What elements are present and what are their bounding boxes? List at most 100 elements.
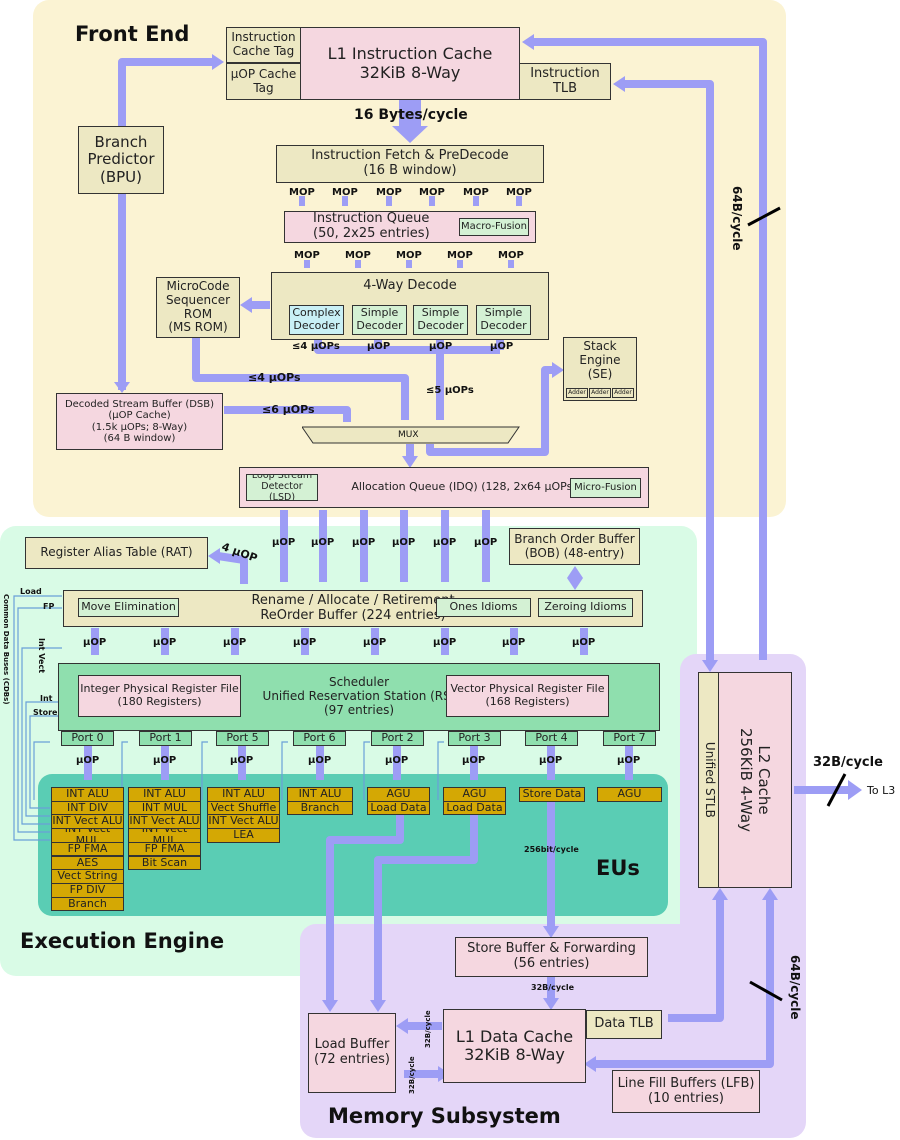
eu-port5-int-vect-alu: INT Vect ALU [207,814,280,830]
register-alias-table: Register Alias Table (RAT) [25,537,208,569]
uop-label: µOP [462,755,486,766]
eu-port6-int-alu: INT ALU [287,787,353,802]
port-7: Port 7 [603,731,656,746]
mop-label: MOP [498,250,524,261]
eu-port0-int-div: INT DIV [51,800,124,816]
uop-label: µOP [474,537,498,548]
uop-label: µOP [76,755,100,766]
cdb-fp-label: FP [43,602,55,611]
eu-port2-agu: AGU [367,787,430,802]
eu-port0-vect-string: Vect String [51,869,124,884]
eu-port0-branch: Branch [51,896,124,912]
bw-64-lower: 64B/cycle [788,955,802,1020]
eu-port1-int-mul: INT MUL [128,800,201,816]
macro-fusion: Macro-Fusion [459,218,529,236]
port-6: Port 6 [293,731,346,746]
mop-label: MOP [332,187,358,198]
l2-cache: L2 Cache 256KiB 4-Way [718,672,792,888]
execution-engine-title: Execution Engine [20,929,225,953]
mop-label: MOP [345,250,371,261]
port-0: Port 0 [61,731,114,746]
eu-port1-int-alu: INT ALU [128,787,201,802]
unified-stlb-label: Unified STLB [702,742,717,818]
fetch-rate-label: 16 Bytes/cycle [354,107,468,123]
store-buffer: Store Buffer & Forwarding(56 entries) [455,937,648,977]
cdb-load-label: Load [20,587,42,596]
adder: Adder [589,388,611,398]
adder: Adder [612,388,634,398]
data-tlb: Data TLB [586,1010,662,1039]
mop-label: MOP [396,250,422,261]
mop-label: MOP [506,187,532,198]
uop-label: µOP [433,537,457,548]
bw-32-l3-label: 32B/cycle [813,755,883,770]
uop-label: µOP [83,637,107,648]
memory-subsystem-title: Memory Subsystem [328,1104,561,1128]
uop-label: µOP [230,755,254,766]
cdb-title: Common Data Buses (CDBs) [2,594,10,705]
uop-label: µOP [392,537,416,548]
line-fill-buffers: Line Fill Buffers (LFB)(10 entries) [612,1070,760,1113]
eu-port4-store-data: Store Data [519,787,585,802]
eu-port5-int-alu: INT ALU [207,787,280,802]
zeroing-idioms: Zeroing Idioms [538,598,633,617]
uop-label: µOP [429,341,453,352]
uop-label: µOP [223,637,247,648]
le4-uops-msrom-label: ≤4 µOPs [248,371,301,384]
port-3: Port 3 [448,731,501,746]
instruction-queue: Instruction Queue(50, 2x25 entries) [284,211,536,243]
mux-label: MUX [398,430,419,440]
port-2: Port 2 [371,731,424,746]
eu-port2-load-data: Load Data [367,800,430,816]
uop-label: µOP [293,637,317,648]
mop-label: MOP [447,250,473,261]
mop-label: MOP [376,187,402,198]
eu-port0-int-vect-alu: INT Vect ALU [51,814,124,830]
le4-uops-label: ≤4 µOPs [292,341,340,352]
le5-uops-label: ≤5 µOPs [426,385,474,396]
uop-label: µOP [385,755,409,766]
unified-stlb: Unified STLB [698,672,719,888]
bw-32-label: 32B/cycle [531,983,575,992]
instruction-fetch: Instruction Fetch & PreDecode(16 B windo… [276,145,544,183]
mux [302,426,520,444]
uop-label: µOP [502,637,526,648]
cdb-int-vect-label: Int Vect [37,638,46,674]
mop-label: MOP [289,187,315,198]
bw-64-upper: 64B/cycle [730,186,744,251]
eu-port7-agu: AGU [597,787,662,802]
mop-label: MOP [419,187,445,198]
uop-label: µOP [367,341,391,352]
mop-label: MOP [463,187,489,198]
eu-port6-branch: Branch [287,800,353,816]
le6-uops-label: ≤6 µOPs [262,403,315,416]
uop-label: µOP [433,637,457,648]
eu-port0-fp-div: FP DIV [51,882,124,898]
ones-idioms: Ones Idioms [436,598,531,617]
move-elimination: Move Elimination [78,598,179,617]
eu-port3-agu: AGU [443,787,506,802]
eu-port5-vect-shuffle: Vect Shuffle [207,800,280,816]
eu-port0-int-vect-mul: INT Vect MUL [51,828,124,843]
uop-label: µOP [311,537,335,548]
load-buffer: Load Buffer(72 entries) [308,1013,396,1093]
eu-port5-lea: LEA [207,828,280,843]
uop-label: µOP [308,755,332,766]
bw-32-load-return-label: 32B/cycle [408,1056,416,1094]
eus-title: EUs [596,856,640,880]
uop-label: µOP [572,637,596,648]
eu-port1-int-vect-mul: INT Vect MUL [128,828,201,843]
port-4: Port 4 [525,731,578,746]
integer-physical-register-file: Integer Physical Register File(180 Regis… [78,675,241,717]
uop-label: µOP [153,755,177,766]
port-5: Port 5 [216,731,269,746]
eu-port1-bit-scan: Bit Scan [128,855,201,871]
eu-port0-aes: AES [51,855,124,871]
